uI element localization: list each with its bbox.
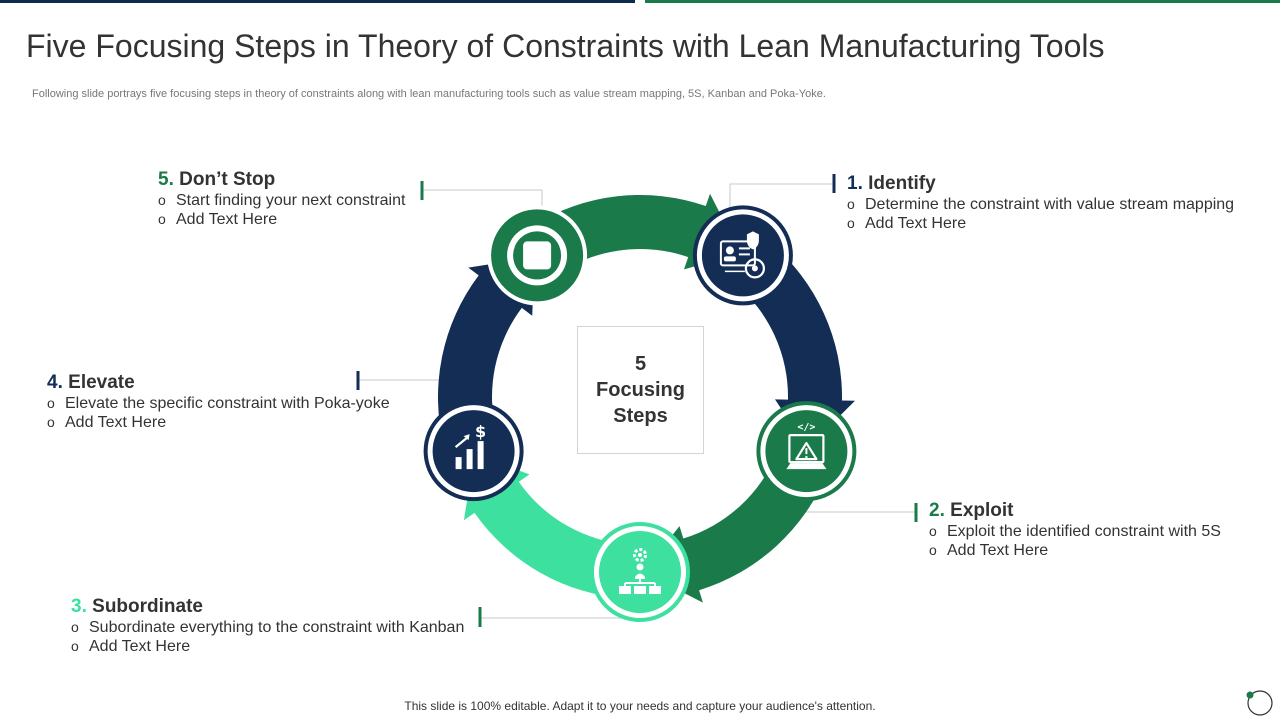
connector-step-1	[729, 183, 834, 214]
step-identify-label: Identify	[868, 173, 936, 194]
cycle-nodes: </> $	[423, 205, 857, 622]
step-subordinate-label: Subordinate	[92, 596, 203, 617]
center-line-2: Focusing	[596, 379, 685, 401]
id-card-shield-icon	[719, 231, 766, 279]
step-subordinate-number: 3.	[71, 596, 87, 617]
step-dont-stop-number: 5.	[158, 169, 174, 190]
svg-text:</>: </>	[797, 422, 815, 433]
brand-logo-icon	[1246, 690, 1273, 716]
center-line-3: Steps	[613, 405, 668, 427]
cycle-node	[590, 522, 690, 622]
cycle-node: </>	[756, 401, 857, 502]
center-line-1: 5	[634, 353, 647, 375]
cycle-node	[487, 205, 588, 306]
step-dont-stop-label: Don’t Stop	[179, 169, 276, 190]
node-disc	[599, 531, 681, 613]
page-subtitle: Following slide portrays five focusing s…	[32, 88, 826, 100]
step-subordinate-heading: 3. Subordinate	[71, 596, 464, 618]
cycle-arrow-segment	[463, 454, 630, 599]
cycle-node	[692, 205, 793, 306]
step-identify-heading: 1. Identify	[847, 173, 1234, 195]
step-elevate-label: Elevate	[68, 372, 135, 393]
growth-chart-dollar-icon: $	[454, 422, 486, 470]
page-title: Five Focusing Steps in Theory of Constra…	[26, 28, 1105, 64]
laptop-warning-icon: </>	[786, 422, 827, 470]
top-bar-right	[645, 0, 1280, 3]
step-dont-stop-heading: 5. Don’t Stop	[158, 169, 405, 191]
connector-step-4	[358, 379, 451, 396]
step-elevate-number: 4.	[47, 372, 63, 393]
footer-note: This slide is 100% editable. Adapt it to…	[404, 699, 876, 713]
cycle-node: $	[423, 401, 524, 502]
center-label-box: 5 Focusing Steps	[577, 326, 704, 454]
step-exploit-heading: 2. Exploit	[929, 500, 1221, 522]
step-identify-number: 1.	[847, 173, 863, 194]
step-exploit-number: 2.	[929, 500, 945, 521]
stop-square-icon	[523, 241, 552, 270]
org-chart-gear-icon	[619, 548, 661, 594]
cycle-arrow-segment	[437, 257, 535, 446]
step-elevate-heading: 4. Elevate	[47, 372, 337, 394]
svg-text:$: $	[475, 422, 486, 441]
node-disc	[432, 410, 515, 493]
connector-ticks	[356, 174, 918, 627]
step-exploit-label: Exploit	[950, 500, 1014, 521]
top-bar-left	[0, 0, 635, 3]
